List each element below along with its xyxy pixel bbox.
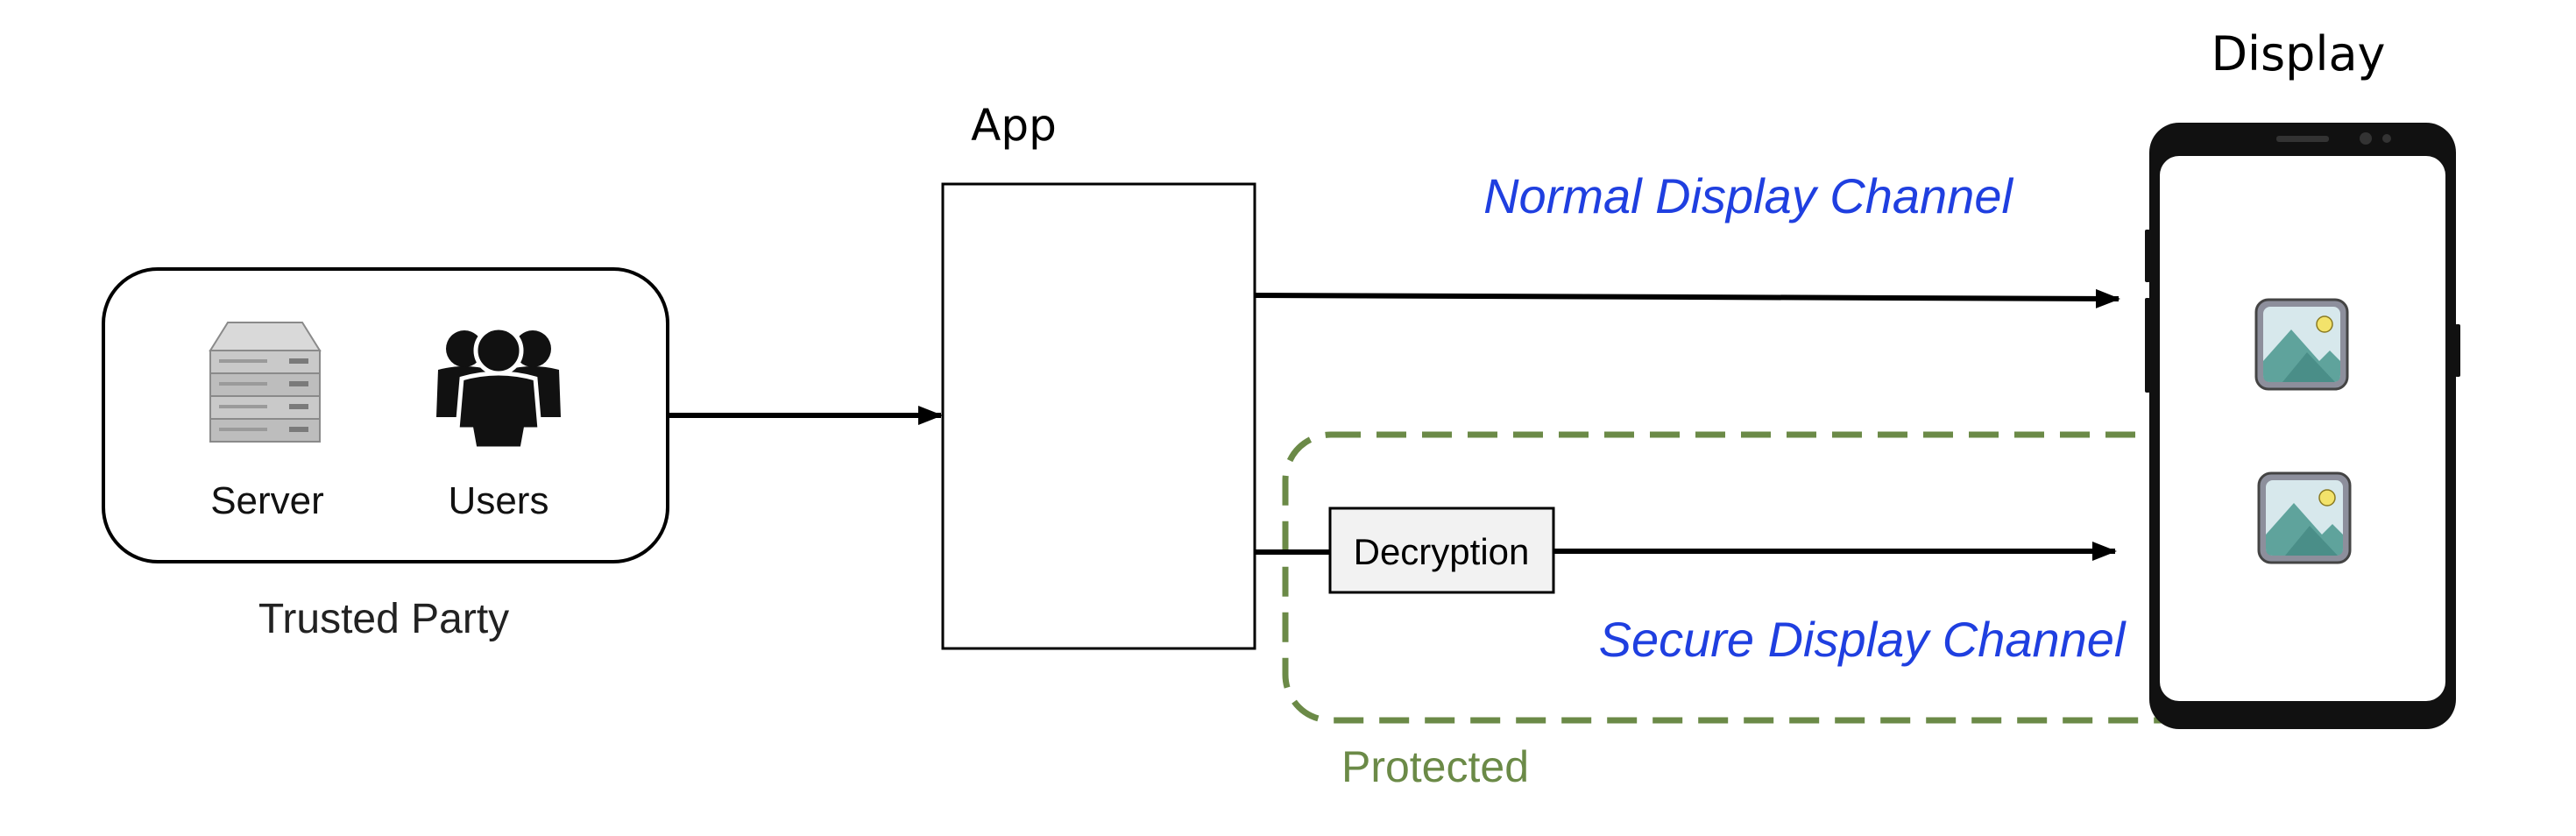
users-label: Users [449, 479, 549, 522]
server-label: Server [210, 479, 324, 522]
image-icon [2257, 471, 2352, 564]
app-title: App [971, 100, 1057, 151]
image-icon [2254, 298, 2349, 391]
server-icon [209, 322, 322, 443]
display-title: Display [2211, 26, 2385, 81]
trusted-party-box [102, 267, 669, 563]
users-group-icon [436, 325, 561, 451]
normal-channel-label: Normal Display Channel [1483, 168, 2013, 223]
trusted-party-caption: Trusted Party [258, 596, 509, 642]
decryption-label: Decryption [1354, 531, 1530, 572]
smartphone-icon [2145, 123, 2460, 729]
decryption-box [1328, 507, 1555, 594]
secure-channel-label: Secure Display Channel [1599, 612, 2127, 667]
app-box [941, 182, 1256, 650]
trusted-party-group: Server Users [102, 267, 669, 563]
protected-label: Protected [1341, 742, 1529, 791]
arrow-normal-channel [1254, 288, 2120, 308]
